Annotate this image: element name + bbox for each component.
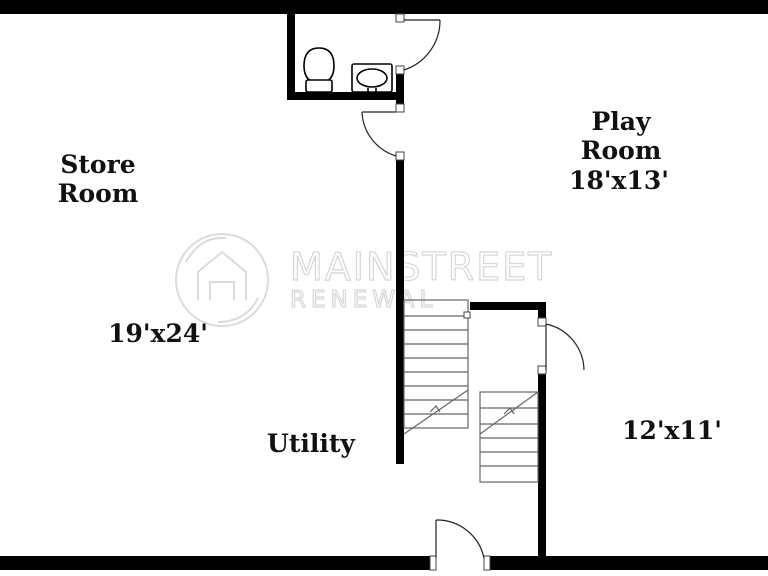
store-room-name-line1: Store	[60, 150, 135, 179]
staircase-upper	[403, 299, 471, 435]
stair-wall-top	[470, 302, 546, 310]
utility-label: Utility	[267, 429, 356, 458]
play-room-name-line2: Room	[581, 136, 662, 165]
wall-bottom-right	[490, 556, 768, 570]
toilet-icon	[303, 47, 335, 93]
house-arrows-logo-icon	[175, 233, 269, 327]
bathroom-door	[395, 13, 441, 75]
watermark: MAINSTREET RENEWAL	[175, 233, 553, 327]
watermark-brand-name: MAINSTREET	[290, 245, 553, 289]
stair-wall-right-lower	[538, 372, 546, 558]
side-room-dimensions: 12'x11'	[622, 416, 722, 445]
sink-icon	[351, 63, 393, 93]
play-room-name-line1: Play	[591, 107, 651, 136]
staircase-lower	[479, 391, 539, 483]
wall-bottom-left	[0, 556, 432, 570]
wall-top	[0, 0, 768, 14]
bathroom-wall-bottom	[287, 92, 404, 100]
play-room-dimensions: 18'x13'	[569, 166, 669, 195]
entry-door	[429, 519, 491, 571]
play-room-label: Play Room 18'x13'	[569, 107, 669, 195]
bathroom-wall-left	[287, 12, 295, 100]
bathroom-wall-right-lower	[396, 74, 404, 104]
store-room-label: Store Room 19'x24'	[58, 150, 208, 348]
stair-wall-right-upper	[538, 302, 546, 324]
store-room-name-line2: Room	[58, 179, 139, 208]
play-room-door	[361, 103, 405, 161]
partition-wall	[396, 158, 404, 464]
store-room-dimensions: 19'x24'	[108, 319, 208, 348]
side-room-door	[537, 317, 585, 375]
